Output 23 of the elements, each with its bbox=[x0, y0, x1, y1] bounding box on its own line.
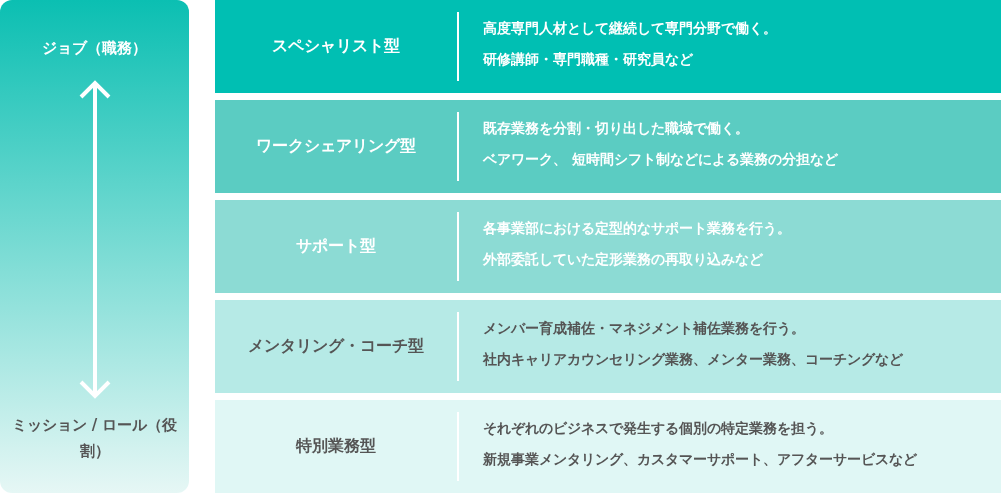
description-text: ベアワーク、 短時間シフト制などによる業務の分担など bbox=[483, 150, 838, 169]
row-band bbox=[215, 300, 1001, 393]
type-title: サポート型 bbox=[295, 235, 377, 257]
description-text: それぞれのビジネスで発生する個別の特定業務を担う。 bbox=[483, 419, 833, 438]
type-title: メンタリング・コーチ型 bbox=[247, 335, 425, 357]
axis-label: ミッション / ロール（役割） bbox=[10, 415, 179, 462]
type-title: ワークシェアリング型 bbox=[255, 135, 417, 157]
type-title: 特別業務型 bbox=[295, 435, 377, 457]
description-text: 研修講師・専門職種・研究員など bbox=[483, 50, 693, 69]
axis-label: ジョブ（職務） bbox=[41, 38, 148, 59]
description-text: 外部委託していた定形業務の再取り込みなど bbox=[483, 250, 763, 269]
row-band bbox=[215, 200, 1001, 293]
type-title: スペシャリスト型 bbox=[271, 35, 401, 57]
row-band bbox=[215, 0, 1001, 93]
description-text: 社内キャリアカウンセリング業務、メンター業務、コーチングなど bbox=[483, 350, 903, 369]
description-text: 既存業務を分割・切り出した職域で働く。 bbox=[483, 119, 749, 138]
description-text: 新規事業メンタリング、カスタマーサポート、アフターサービスなど bbox=[483, 450, 917, 469]
description-text: 各事業部における定型的なサポート業務を行う。 bbox=[483, 219, 791, 238]
description-text: 高度専門人材として継続して専門分野で働く。 bbox=[483, 19, 777, 38]
row-band bbox=[215, 400, 1001, 493]
description-text: メンバー育成補佐・マネジメント補佐業務を行う。 bbox=[483, 319, 805, 338]
row-band bbox=[215, 100, 1001, 193]
side-panel bbox=[0, 0, 189, 493]
